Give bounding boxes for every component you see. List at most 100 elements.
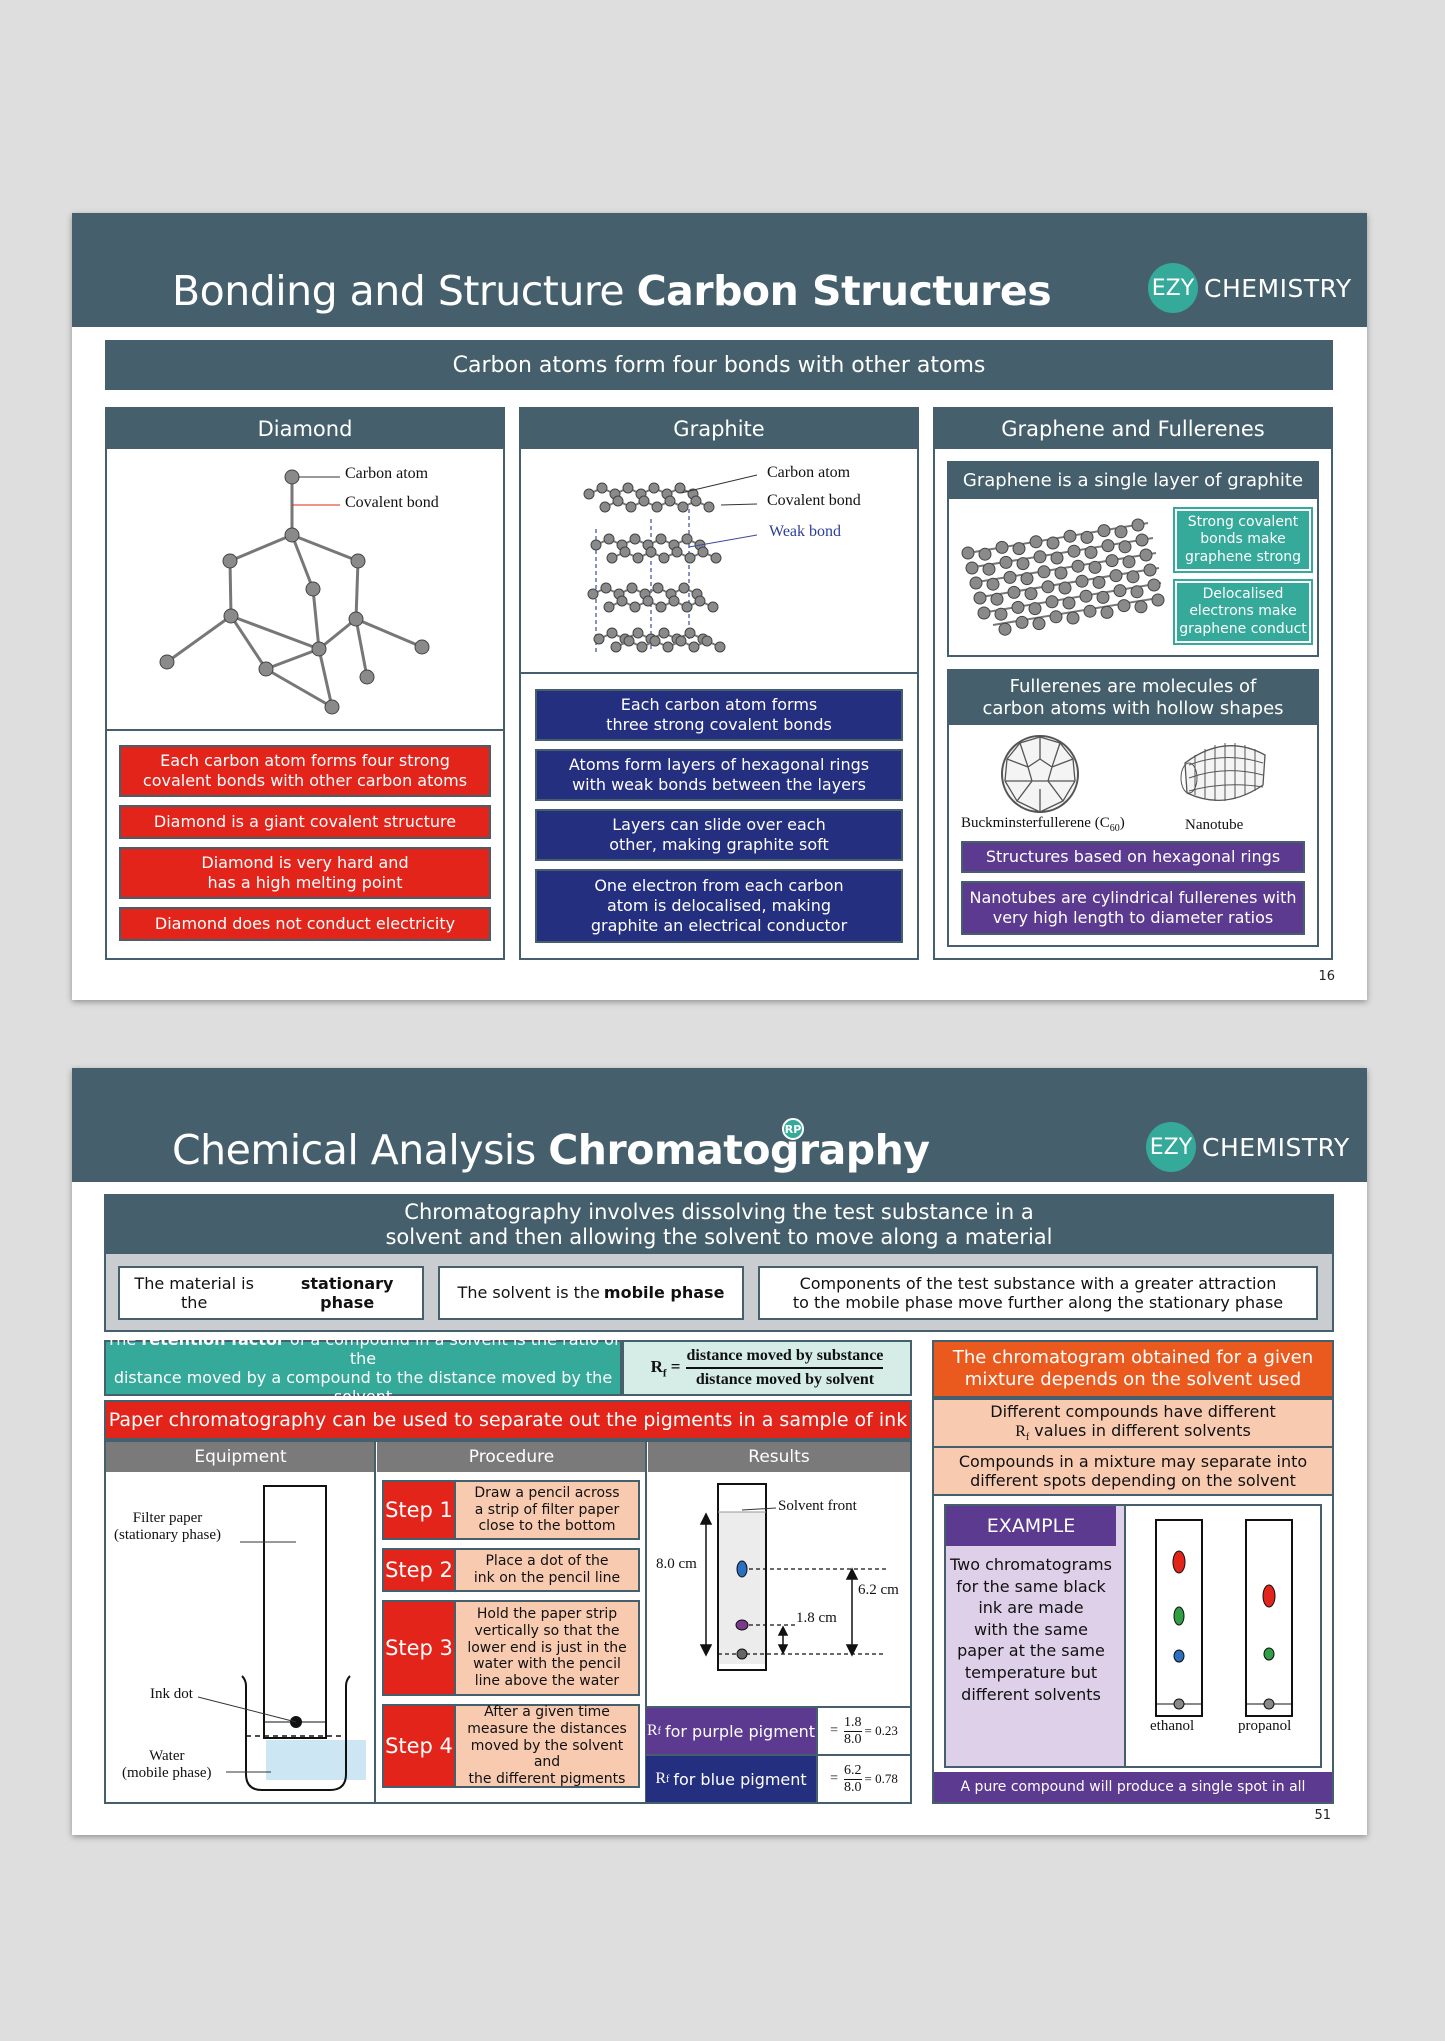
col-equipment: Equipment [106, 1442, 375, 1472]
graphene-atom [1012, 542, 1026, 556]
graphene-atom [1062, 596, 1076, 610]
graphite-column: Graphite Carbon atom Covalent bo [519, 407, 919, 960]
graphene-atom [1131, 518, 1145, 532]
graphene-atom [1066, 611, 1080, 625]
ezy-chemistry-logo: EZY CHEMISTRY [1148, 263, 1352, 313]
graphene-atom [1045, 595, 1059, 609]
graphite-heading: Graphite [521, 409, 917, 449]
graphite-fact: Atoms form layers of hexagonal rings wit… [535, 749, 903, 801]
graphene-atom [1041, 580, 1055, 594]
diamond-column: Diamond Carbon atom Covalent bond Each c… [105, 407, 505, 960]
graphene-atom [1058, 581, 1072, 595]
practical-table: Equipment Procedure Results Filter paper… [104, 1440, 912, 1804]
graphene-fullerenes-column: Graphene and Fullerenes Graphene is a si… [933, 407, 1333, 960]
graphene-atom [1083, 604, 1097, 618]
label-covalent-bond: Covalent bond [345, 494, 439, 511]
label-buckminsterfullerene: Buckminsterfullerene (C60) [961, 815, 1125, 834]
graphene-atom [1071, 559, 1085, 573]
graphene-subheading: Graphene is a single layer of graphite [949, 463, 1317, 499]
graphene-atom [1020, 572, 1034, 586]
label-solvent-front: Solvent front [778, 1498, 857, 1514]
graphene-atom [1100, 605, 1114, 619]
graphene-atom [994, 607, 1008, 621]
fullerene-fact: Nanotubes are cylindrical fullerenes wit… [961, 881, 1305, 935]
rf-formula: Rf = distance moved by substance distanc… [622, 1340, 912, 1396]
graphene-atom [1080, 530, 1094, 544]
step-text: Hold the paper strip vertically so that … [456, 1600, 640, 1696]
diamond-fact: Diamond is very hard and has a high melt… [119, 847, 491, 899]
stationary-phase-def: The material is the stationary phase [118, 1266, 424, 1320]
graphene-atom [973, 591, 987, 605]
chromatograms-area: ethanol propanol [1124, 1506, 1320, 1766]
graphene-atom [986, 577, 1000, 591]
graphene-atom [1063, 529, 1077, 543]
label-carbon-atom: Carbon atom [345, 465, 429, 482]
graphene-atom [1088, 560, 1102, 574]
step-text: Draw a pencil across a strip of filter p… [456, 1480, 640, 1540]
graphene-atom [1016, 557, 1030, 571]
graphene-atom [1003, 570, 1017, 584]
label-nanotube: Nanotube [1185, 817, 1244, 833]
graphene-atom [1079, 589, 1093, 603]
page-title: Bonding and Structure Carbon Structures [172, 267, 1052, 315]
fullerene-fact: Structures based on hexagonal rings [961, 841, 1305, 873]
graphene-atom [1139, 548, 1153, 562]
graphene-atom [1101, 539, 1115, 553]
graphene-atom [1117, 599, 1131, 613]
page-title: Chemical Analysis Chromatography [172, 1126, 930, 1174]
graphene-atom [1049, 610, 1063, 624]
graphene-atom [982, 562, 996, 576]
graphene-atom [998, 622, 1012, 636]
label-6-2cm: 6.2 cm [858, 1582, 899, 1598]
label-carbon-atom: Carbon atom [767, 464, 851, 481]
graphene-atom [1151, 593, 1165, 607]
step-text: After a given time measure the distances… [456, 1704, 640, 1788]
graphene-atom [1122, 555, 1136, 569]
graphene-atom [1015, 615, 1029, 629]
graphene-atom [977, 606, 991, 620]
diamond-divider [107, 729, 503, 731]
label-ethanol: ethanol [1150, 1718, 1195, 1734]
two-chromatograms [1155, 1519, 1293, 1717]
page-number: 16 [1318, 969, 1335, 984]
graphene-atom [1105, 554, 1119, 568]
label-weak-bond: Weak bond [769, 523, 842, 540]
label-8cm: 8.0 cm [656, 1556, 697, 1572]
label-ink-dot: Ink dot [150, 1686, 193, 1702]
components-def: Components of the test substance with a … [758, 1266, 1318, 1320]
definition-section: Chromatography involves dissolving the t… [104, 1194, 1334, 1332]
graphene-atom [978, 547, 992, 561]
graphene-atom [1033, 550, 1047, 564]
step-label: Step 1 [382, 1480, 456, 1540]
label-1-8cm: 1.8 cm [796, 1610, 837, 1626]
graphene-sheet-diagram [961, 518, 1165, 636]
graphene-atom [1096, 590, 1110, 604]
buckyball-icon [1001, 735, 1079, 813]
graphene-atom [1029, 535, 1043, 549]
graphene-atom [1067, 544, 1081, 558]
graphene-atom [1118, 540, 1132, 554]
rf-numerator: distance moved by substance [686, 1347, 884, 1369]
graphene-atom [1050, 551, 1064, 565]
retention-factor-definition: The retention factor of a compound in a … [104, 1330, 622, 1406]
ezy-chemistry-logo: EZY CHEMISTRY [1146, 1122, 1350, 1172]
nanotube-icon [1180, 743, 1266, 802]
graphene-atom [965, 561, 979, 575]
graphene-heading: Graphene and Fullerenes [935, 409, 1331, 449]
banner: Carbon atoms form four bonds with other … [105, 340, 1333, 390]
graphene-atom [1011, 600, 1025, 614]
example-heading: EXAMPLE [946, 1506, 1116, 1546]
label-covalent-bond: Covalent bond [767, 492, 861, 509]
logo-circle: EZY [1148, 263, 1198, 313]
separate-fact: Compounds in a mixture may separate into… [932, 1446, 1334, 1496]
chromatography-definition: Chromatography involves dissolving the t… [106, 1196, 1332, 1254]
paper-chromatography-banner: Paper chromatography can be used to sepa… [104, 1400, 912, 1440]
graphene-atom [1135, 533, 1149, 547]
